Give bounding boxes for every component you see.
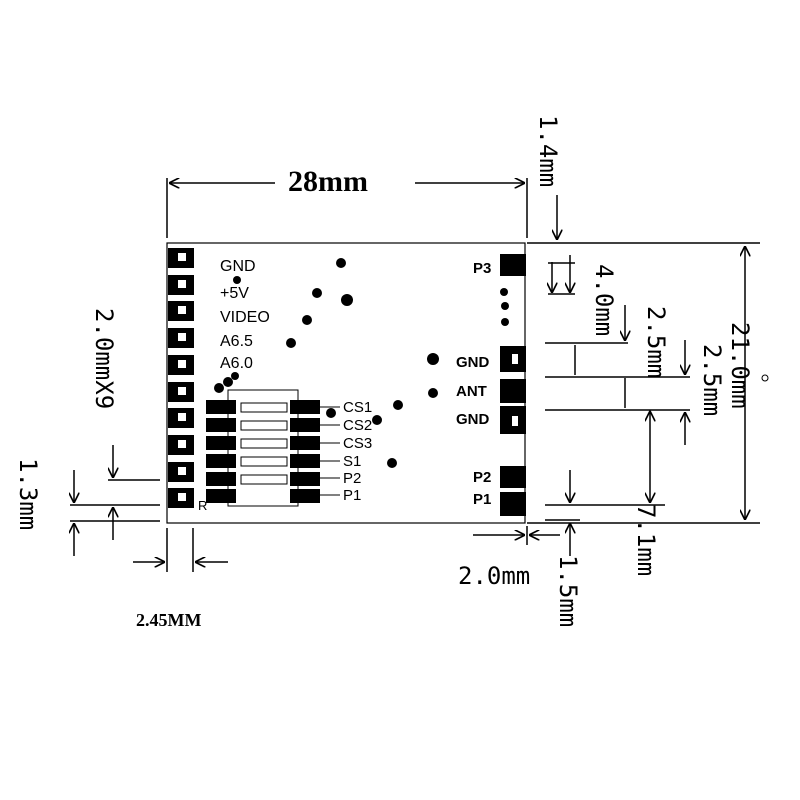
gnd-gap-label: 2.5mm — [642, 306, 670, 378]
top-offset-label: 1.4mm — [534, 115, 562, 187]
width-dimension — [166, 178, 528, 238]
p1-offset-label: 7.1mm — [632, 504, 660, 576]
left-margin-label: 2.45MM — [136, 610, 201, 630]
left-pin-label-gnd: GND — [220, 258, 256, 275]
right-offset-label: 2.0mm — [458, 562, 530, 590]
left-pin-label-5v: +5V — [220, 285, 249, 302]
right-pin-label-p1: P1 — [473, 491, 491, 508]
width-label: 28mm — [288, 165, 368, 198]
height-label: 21.0mm — [726, 322, 754, 409]
degree-mark — [761, 374, 769, 382]
ant-gap-label: 2.5mm — [698, 344, 726, 416]
left-pin-label-video: VIDEO — [220, 309, 270, 326]
left-offset-label: 1.3mm — [14, 458, 42, 530]
left-pin-header — [168, 248, 194, 508]
chip-pin-label-s1: S1 — [343, 453, 361, 470]
smd-chip — [206, 389, 340, 507]
chip-pin-label-cs1: CS1 — [343, 399, 372, 416]
right-pin-label-p2: P2 — [473, 469, 491, 486]
chip-pin-label-p2: P2 — [343, 470, 361, 487]
right-pads — [500, 254, 526, 516]
right-pin-label-ant: ANT — [456, 383, 487, 400]
corner-mark: R — [198, 498, 207, 513]
pitch-left-label: 2.0mmX9 — [90, 308, 118, 409]
right-pin-label-gnd-1: GND — [456, 354, 490, 371]
left-pin-label-a65: A6.5 — [220, 333, 253, 350]
chip-pin-label-cs2: CS2 — [343, 417, 372, 434]
chip-pin-label-p1: P1 — [343, 487, 361, 504]
p3-pad-label: 4.0mm — [590, 264, 618, 336]
right-pin-label-gnd-2: GND — [456, 411, 490, 428]
bottom-offset-label: 1.5mm — [554, 555, 582, 627]
left-pin-label-a60: A6.0 — [220, 355, 253, 372]
chip-pin-label-cs3: CS3 — [343, 435, 372, 452]
right-pin-label-p3: P3 — [473, 260, 491, 277]
right-dimension-lines — [473, 195, 760, 556]
left-dimension-lines — [70, 445, 228, 572]
